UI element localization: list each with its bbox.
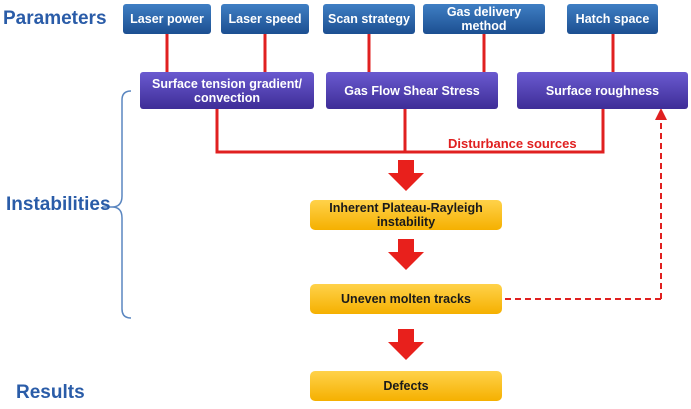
arrow-to-instability [388, 160, 424, 191]
disturbance-sources-label: Disturbance sources [448, 136, 577, 151]
stage-plateau-rayleigh-instability: Inherent Plateau-Rayleigh instability [310, 200, 502, 230]
mechanism-gas-flow-shear-stress: Gas Flow Shear Stress [326, 72, 498, 109]
stage-defects: Defects [310, 371, 502, 401]
instabilities-bracket [111, 90, 132, 319]
section-label-results: Results [16, 382, 85, 403]
stage-uneven-molten-tracks: Uneven molten tracks [310, 284, 502, 314]
section-label-parameters: Parameters [3, 8, 107, 29]
arrow-to-tracks [388, 239, 424, 270]
arrow-to-defects [388, 329, 424, 360]
feedback-arrowhead [655, 108, 667, 120]
param-hatch-space: Hatch space [567, 4, 658, 34]
mechanism-surface-tension: Surface tension gradient/ convection [140, 72, 314, 109]
section-label-instabilities: Instabilities [6, 194, 111, 215]
param-gas-delivery-method: Gas delivery method [423, 4, 545, 34]
param-laser-speed: Laser speed [221, 4, 309, 34]
param-scan-strategy: Scan strategy [323, 4, 415, 34]
mechanism-surface-roughness: Surface roughness [517, 72, 688, 109]
param-laser-power: Laser power [123, 4, 211, 34]
